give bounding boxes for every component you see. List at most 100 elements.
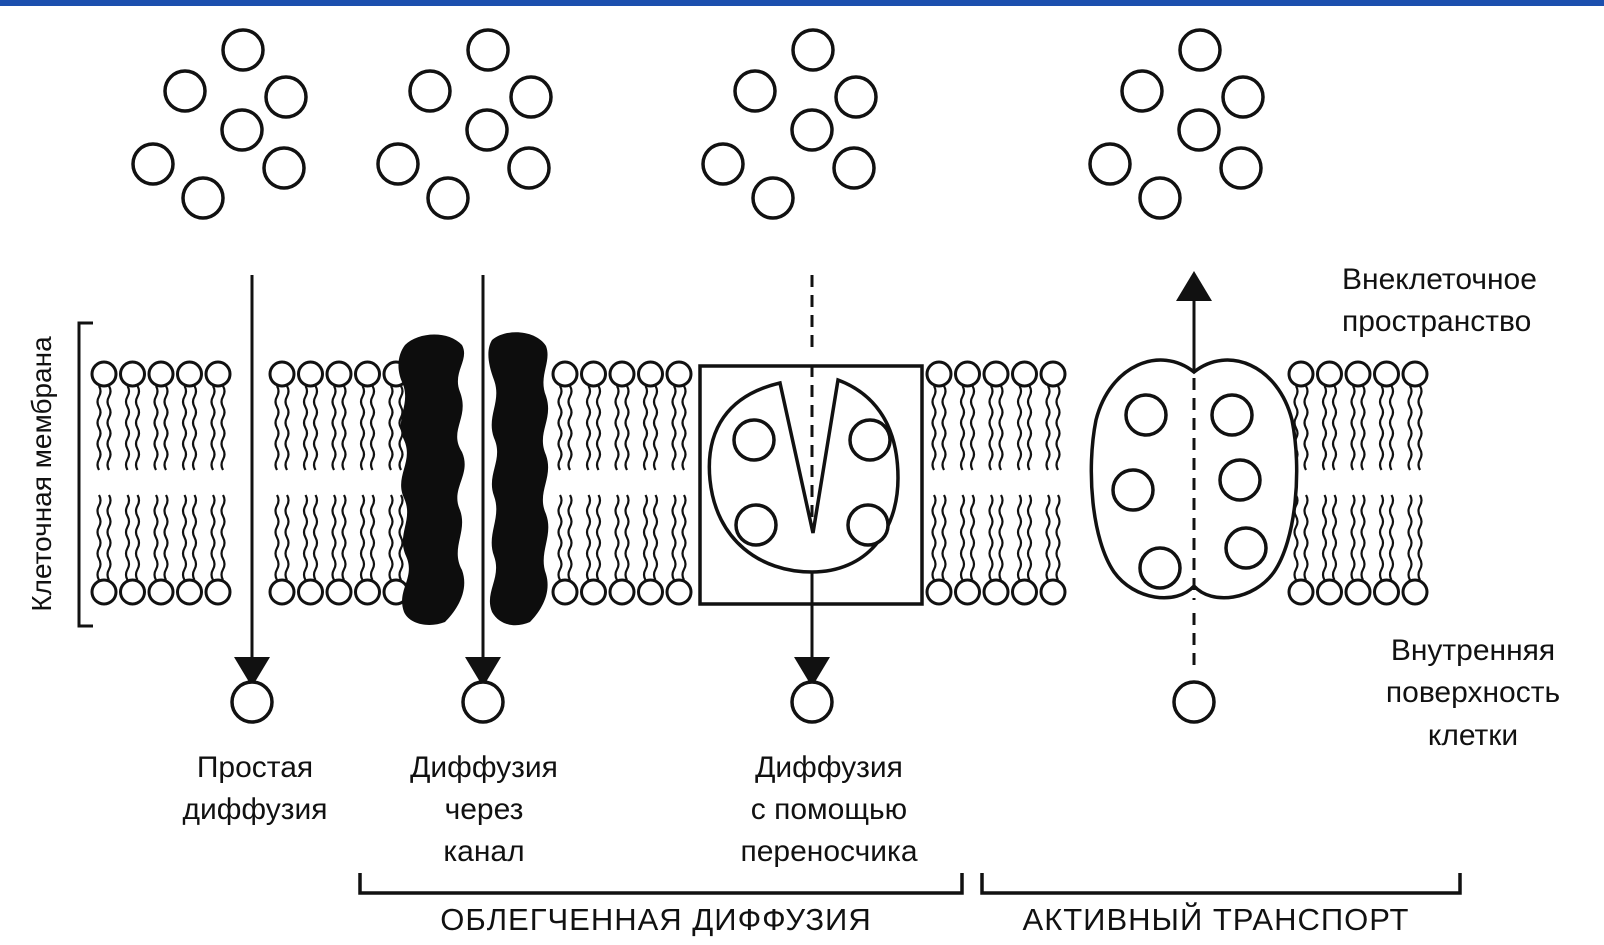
channel-protein-left	[398, 334, 464, 624]
lipid-tail	[990, 495, 993, 580]
molecule	[1221, 148, 1261, 188]
channel-protein-right	[488, 332, 548, 625]
lipid-tail	[971, 386, 974, 470]
molecule	[223, 30, 263, 70]
lipid-head	[149, 580, 173, 604]
lipid-tail	[933, 386, 936, 470]
molecule	[1223, 77, 1263, 117]
lipid-tail	[1028, 386, 1031, 470]
lipid-tail	[155, 386, 158, 470]
membrane-segment	[1289, 362, 1427, 604]
lipid-tail	[314, 495, 317, 580]
lipid-head	[299, 362, 323, 386]
lipid-tail	[165, 386, 168, 470]
lipid-head	[1346, 362, 1370, 386]
lipid-tail	[1380, 495, 1383, 580]
lipid-tail	[1352, 495, 1355, 580]
carrier-molecule	[848, 505, 888, 545]
bottom-molecule	[792, 682, 832, 722]
carrier-diffusion-line: с помощью	[751, 793, 907, 826]
molecule	[264, 148, 304, 188]
lipid-tail	[1409, 495, 1412, 580]
lipid-tail	[626, 495, 629, 580]
lipid-tail	[314, 386, 317, 470]
lipid-tail	[597, 386, 600, 470]
lipid-tail	[126, 386, 129, 470]
lipid-tail	[343, 386, 346, 470]
lipid-head	[327, 580, 351, 604]
molecule	[1179, 110, 1219, 150]
lipid-tail	[943, 386, 946, 470]
lipid-tail	[371, 386, 374, 470]
lipid-tail	[1028, 495, 1031, 580]
lipid-tail	[222, 386, 225, 470]
lipid-tail	[616, 495, 619, 580]
lipid-tail	[971, 495, 974, 580]
lipid-head	[178, 362, 202, 386]
lipid-tail	[943, 495, 946, 580]
molecule	[467, 110, 507, 150]
lipid-tail	[1000, 495, 1003, 580]
lipid-head	[1013, 580, 1037, 604]
molecule-cluster	[1090, 30, 1263, 218]
lipid-tail	[222, 495, 225, 580]
facilitated-bracket	[360, 873, 962, 893]
lipid-head	[956, 580, 980, 604]
lipid-tail	[400, 495, 403, 580]
lipid-tail	[165, 495, 168, 580]
lipid-tail	[98, 386, 101, 470]
lipid-head	[927, 580, 951, 604]
molecule	[735, 71, 775, 111]
lipid-tail	[1018, 386, 1021, 470]
intracellular-line: поверхность	[1386, 676, 1560, 709]
lipid-head	[639, 362, 663, 386]
lipid-tail	[1047, 386, 1050, 470]
lipid-tail	[1362, 495, 1365, 580]
lipid-head	[1013, 362, 1037, 386]
lipid-tail	[569, 495, 572, 580]
molecule	[1090, 144, 1130, 184]
lipid-tail	[1057, 495, 1060, 580]
lipid-tail	[961, 495, 964, 580]
lipid-head	[582, 362, 606, 386]
lipid-tail	[1390, 495, 1393, 580]
lipid-tail	[683, 495, 686, 580]
lipid-tail	[644, 386, 647, 470]
lipid-head	[356, 362, 380, 386]
lipid-head	[327, 362, 351, 386]
lipid-tail	[1057, 386, 1060, 470]
extracellular-label: Внеклеточное пространство	[1342, 263, 1537, 338]
pump-molecule	[1212, 395, 1252, 435]
molecule	[834, 148, 874, 188]
carrier-molecule	[850, 420, 890, 460]
lipid-tail	[136, 386, 139, 470]
lipid-tail	[1305, 386, 1308, 470]
cell-membrane-label: Клеточная мембрана	[26, 336, 57, 612]
carrier-diffusion-label: Диффузия с помощью переносчика	[740, 751, 917, 868]
bottom-molecule	[232, 682, 272, 722]
lipid-tail	[333, 495, 336, 580]
bottom-molecule	[1174, 682, 1214, 722]
facilitated-diffusion-label: ОБЛЕГЧЕННАЯ ДИФФУЗИЯ	[440, 902, 871, 937]
lipid-head	[149, 362, 173, 386]
pump-protein	[1091, 360, 1296, 600]
molecule-clusters	[133, 30, 1263, 218]
lipid-head	[1346, 580, 1370, 604]
lipid-head	[1318, 362, 1342, 386]
lipid-head	[1403, 580, 1427, 604]
carrier-diffusion-line: Диффузия	[755, 751, 903, 784]
lipid-head	[121, 580, 145, 604]
molecule	[753, 178, 793, 218]
molecule	[793, 30, 833, 70]
extracellular-line: пространство	[1342, 305, 1531, 338]
lipid-tail	[1380, 386, 1383, 470]
lipid-tail	[673, 386, 676, 470]
channel-diffusion-label: Диффузия через канал	[410, 751, 558, 868]
lipid-tail	[1419, 386, 1422, 470]
lipid-tail	[1047, 495, 1050, 580]
pump-molecule	[1140, 548, 1180, 588]
simple-diffusion-line: диффузия	[182, 793, 327, 826]
lipid-head	[356, 580, 380, 604]
